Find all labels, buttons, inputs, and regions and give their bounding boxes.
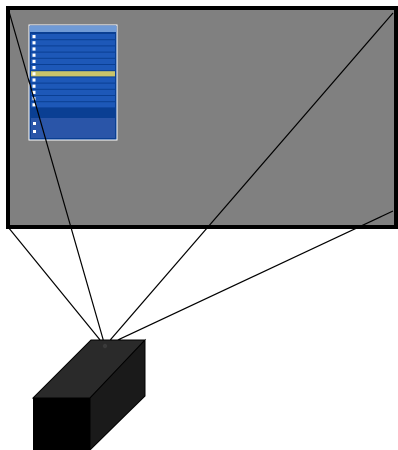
osd-menu-item [31,65,115,71]
osd-menu-item [31,46,115,52]
osd-menu-item [31,58,115,64]
beam-line-top-left [7,7,106,347]
osd-menu-item-icon [32,59,36,63]
osd-menu-item-icon [32,53,36,57]
osd-menu-rows [31,34,115,108]
projector-lens [102,343,108,349]
osd-menu-item [31,52,115,58]
osd-menu-header [30,26,116,32]
osd-menu-item [31,102,115,108]
osd-menu-item [31,77,115,83]
osd-footer-icon [33,122,36,125]
osd-footer-icon [33,130,36,133]
osd-menu-item-icon [32,72,36,76]
beam-line-top-right [104,12,394,347]
osd-menu-item [31,34,115,40]
osd-menu-item-icon [32,90,36,94]
osd-menu-item [31,40,115,46]
osd-menu-footer [31,118,115,138]
projector [31,338,147,450]
projector-front-face [33,398,90,450]
osd-menu-item-icon [32,47,36,51]
beam-line-bottom-right [104,210,394,347]
projection-beam [7,7,394,347]
osd-menu-item-icon [32,78,36,82]
osd-menu-item-icon [32,103,36,107]
osd-menu-item-icon [32,35,36,39]
osd-menu-item-icon [32,66,36,70]
osd-menu-item-icon [32,84,36,88]
osd-menu [28,24,118,141]
osd-menu-item [31,89,115,95]
osd-menu-item-icon [32,41,36,45]
osd-menu-item [31,96,115,102]
beam-line-bottom-left [7,226,106,347]
osd-menu-item [31,83,115,89]
osd-menu-item-selected [31,71,115,77]
osd-menu-footer-bg [31,118,115,138]
